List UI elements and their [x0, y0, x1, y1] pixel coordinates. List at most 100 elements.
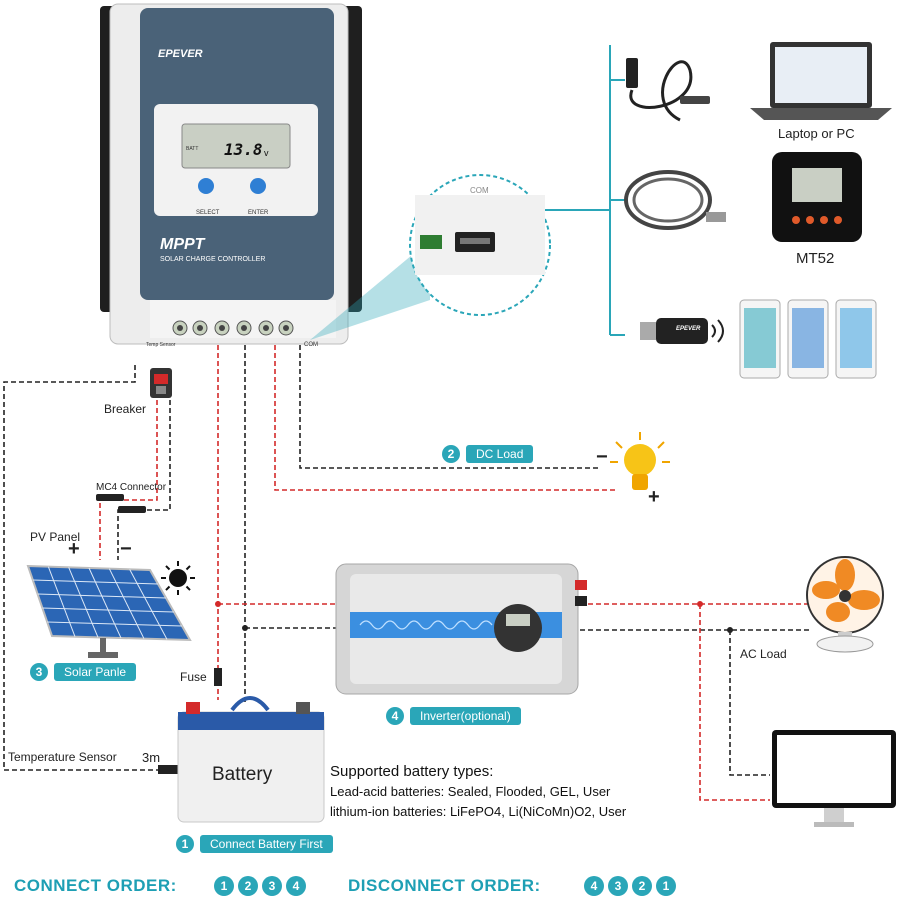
- step-2-text: DC Load: [466, 445, 534, 463]
- mt52-label: MT52: [796, 250, 835, 267]
- pv-plus-sign: +: [68, 538, 80, 560]
- controller-com-label: COM: [304, 342, 318, 348]
- terminal-screw-head: [263, 325, 269, 331]
- load-plus-sign: +: [648, 486, 660, 508]
- enter-button[interactable]: [250, 178, 266, 194]
- wires: [3, 345, 810, 801]
- breaker-label: Breaker: [104, 402, 147, 416]
- connect-order-steps: 1 2 3 4: [214, 876, 306, 896]
- accessory-bracket: [609, 45, 625, 336]
- sun-icon: [161, 561, 195, 595]
- wifi-dongle-icon: [640, 318, 724, 344]
- dc-load-positive-wire: [274, 345, 615, 491]
- fuse-label: Fuse: [180, 670, 207, 684]
- fan-icon: [806, 556, 884, 653]
- step-2-tag: 2 DC Load: [442, 444, 534, 464]
- select-button[interactable]: [198, 178, 214, 194]
- step-3-text: Solar Panle: [54, 663, 137, 681]
- temperature-sensor-length: 3m: [142, 750, 161, 765]
- step-4-tag: 4 Inverter(optional): [386, 706, 521, 726]
- com-led-icon: [420, 235, 442, 249]
- step-1-tag: 1 Connect Battery First: [176, 834, 333, 854]
- mc4-connectors: [96, 494, 146, 513]
- terminal-screw-head: [241, 325, 247, 331]
- terminal-screw-head: [197, 325, 203, 331]
- disconnect-order-step: 1: [656, 876, 676, 896]
- usb-cable-icon: [626, 58, 710, 122]
- pv-negative-wire: [117, 400, 171, 560]
- lcd-voltage-unit: v: [264, 148, 269, 158]
- panel-cell-line: [47, 566, 76, 637]
- connect-order-step: 1: [214, 876, 234, 896]
- battery-label: Battery: [212, 764, 273, 785]
- battery: [177, 696, 325, 823]
- battery-types-lithium: lithium-ion batteries: LiFePO4, Li(NiCoM…: [330, 804, 627, 819]
- step-1-text: Connect Battery First: [200, 835, 333, 853]
- connect-order-step: 2: [238, 876, 258, 896]
- disconnect-order-step: 3: [608, 876, 628, 896]
- step-2-number: 2: [442, 445, 460, 463]
- disconnect-order-steps: 4 3 2 1: [584, 876, 676, 896]
- panel-cell-line: [47, 621, 183, 627]
- dongle-brand: EPEVER: [676, 326, 701, 332]
- battery-types-title: Supported battery types:: [330, 763, 494, 780]
- step-3-tag: 3 Solar Panle: [30, 662, 137, 682]
- step-3-number: 3: [30, 663, 48, 681]
- disconnect-order-step: 4: [584, 876, 604, 896]
- connect-order-step: 3: [262, 876, 282, 896]
- ac-load-label: AC Load: [740, 647, 787, 661]
- temp-sensor-wire: [3, 365, 160, 771]
- com-port-zoom: [310, 174, 610, 340]
- panel-cell-line: [108, 568, 145, 639]
- rs485-cable-icon: [624, 170, 726, 230]
- dc-load-negative-wire: [299, 345, 600, 469]
- lcd-screen: [181, 123, 291, 169]
- temperature-sensor-label: Temperature Sensor: [8, 750, 117, 764]
- connect-order-label: CONNECT ORDER:: [14, 876, 177, 895]
- terminal-screw-head: [283, 325, 289, 331]
- lcd-voltage-value: 13.8: [224, 140, 263, 159]
- sun-ray: [165, 585, 171, 591]
- controller-brand: EPEVER: [158, 48, 203, 60]
- terminal-screw-head: [219, 325, 225, 331]
- lcd-battery-label: BATT: [186, 146, 199, 152]
- step-4-number: 4: [386, 707, 404, 725]
- pv-minus-sign: −: [120, 538, 132, 560]
- select-button-label: SELECT: [196, 210, 220, 216]
- panel-cell-line: [37, 593, 167, 599]
- pv-positive-wire: [99, 400, 158, 560]
- battery-positive-terminal: [186, 702, 200, 714]
- mc4-connector-label: MC4 Connector: [96, 482, 167, 493]
- desktop-monitor-icon: [772, 730, 896, 827]
- step-4-text: Inverter(optional): [410, 707, 521, 725]
- pv-panel-label: PV Panel: [30, 530, 81, 544]
- laptop-icon: [750, 42, 892, 120]
- mt52-remote-meter-icon: [772, 152, 862, 242]
- disconnect-order-step: 2: [632, 876, 652, 896]
- battery-types-lead-acid: Lead-acid batteries: Sealed, Flooded, GE…: [330, 784, 611, 799]
- load-minus-sign: −: [596, 446, 608, 468]
- panel-cell-line: [88, 567, 122, 639]
- connect-order-step: 4: [286, 876, 306, 896]
- panel-cell-line: [42, 607, 175, 613]
- panel-cell-line: [68, 567, 99, 638]
- zoom-com-label: COM: [470, 186, 489, 195]
- charge-controller: [100, 3, 362, 345]
- sun-ray: [185, 565, 191, 571]
- terminal-screw-head: [177, 325, 183, 331]
- breaker-icon: [150, 368, 172, 398]
- controller-subtitle: SOLAR CHARGE CONTROLLER: [160, 256, 266, 263]
- battery-negative-terminal: [296, 702, 310, 714]
- laptop-label: Laptop or PC: [778, 126, 855, 141]
- enter-button-label: ENTER: [248, 210, 269, 216]
- inverter: [335, 563, 587, 695]
- inverter-display: [494, 604, 542, 652]
- step-1-number: 1: [176, 835, 194, 853]
- terminal-screws: [172, 320, 294, 336]
- temp-sensor-probe-icon: [158, 765, 178, 774]
- battery-top: [178, 712, 324, 730]
- solar-panel-icon: [26, 564, 192, 658]
- sun-ray: [185, 585, 191, 591]
- ac-monitor-line-wire: [699, 604, 770, 801]
